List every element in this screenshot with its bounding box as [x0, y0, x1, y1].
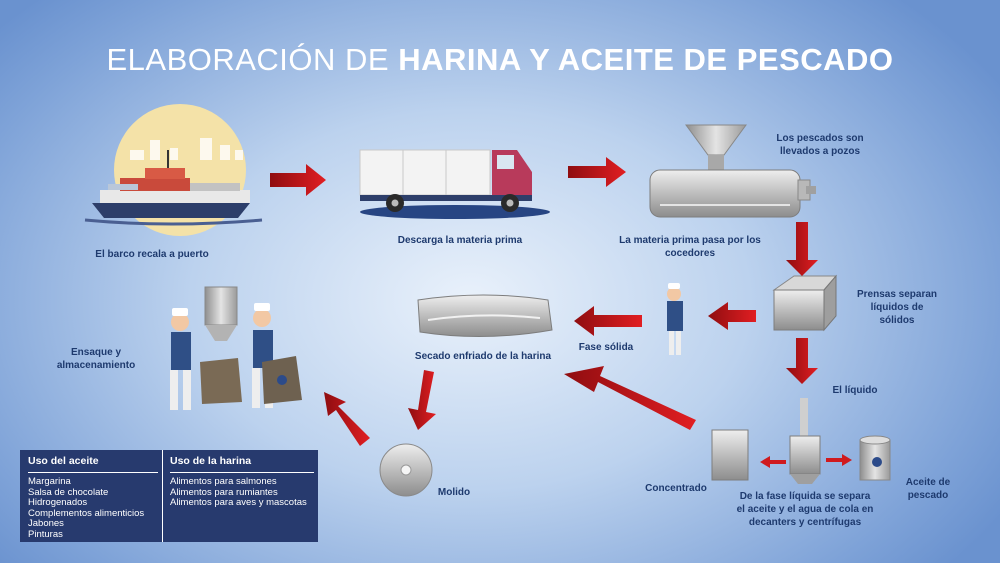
- label-barco: El barco recala a puerto: [95, 249, 209, 260]
- label-fase-solida: Fase sólida: [578, 342, 634, 353]
- oil-use-item: Salsa de chocolate: [28, 486, 109, 498]
- arrow-press-to-liquid: [786, 338, 818, 384]
- label-molido: Molido: [437, 487, 471, 498]
- oil-use-item: Margarina: [28, 476, 71, 487]
- label-concentrado: Concentrado: [645, 483, 707, 494]
- label-secado: Secado enfriado de la harina: [414, 351, 552, 362]
- oil-use-item: Pinturas: [28, 528, 63, 540]
- arrow-decanter-to-dryer: [564, 366, 696, 430]
- arrow-ship-to-truck: [270, 164, 326, 196]
- flow-arrows: [270, 157, 852, 468]
- label-descarga: Descarga la materia prima: [397, 235, 523, 246]
- label-pozos: Los pescados son llevados a pozos: [776, 133, 864, 157]
- flour-uses-header: Uso de la harina: [170, 450, 314, 473]
- truck-illustration: [359, 149, 550, 219]
- worker-illustration-press: [667, 283, 683, 355]
- bagging-illustration: [170, 286, 302, 410]
- flour-use-item: Alimentos para aves y mascotas: [170, 497, 307, 508]
- label-separacion: De la fase líquida se separa el aceite y…: [736, 491, 874, 528]
- oil-uses-header: Uso del aceite: [28, 450, 158, 473]
- arrow-worker-to-dryer: [574, 306, 642, 336]
- label-cocedores: La materia prima pasa por los cocedores: [619, 235, 761, 259]
- page-title: ELABORACIÓN DE HARINA Y ACEITE DE PESCAD…: [0, 42, 1000, 78]
- oil-use-item: Jabones: [28, 518, 64, 529]
- arrow-cooker-to-press: [786, 222, 818, 276]
- mill-illustration: [379, 443, 433, 497]
- dryer-illustration: [417, 294, 553, 338]
- ship-illustration: [84, 104, 263, 236]
- oil-use-item: Hidrogenados: [28, 497, 88, 508]
- decanter-illustration: [711, 398, 891, 484]
- cooker-illustration: [649, 124, 816, 218]
- flour-use-item: Alimentos para salmones: [170, 476, 277, 487]
- label-liquido: El líquido: [832, 385, 878, 396]
- title-light: ELABORACIÓN DE: [106, 42, 399, 77]
- oil-use-item: Complementos alimenticios: [28, 507, 145, 519]
- arrow-press-to-worker: [708, 302, 756, 330]
- flour-uses-column: Uso de la harina Alimentos para salmones…: [170, 450, 314, 509]
- table-divider: [162, 450, 163, 542]
- title-bold: HARINA Y ACEITE DE PESCADO: [398, 42, 894, 77]
- flour-use-item: Alimentos para rumiantes: [170, 486, 278, 498]
- arrow-to-oil: [826, 454, 852, 466]
- label-ensaque: Ensaque y almacenamiento: [56, 347, 136, 371]
- arrow-mill-to-bagging: [324, 392, 370, 446]
- press-illustration: [772, 274, 838, 332]
- label-aceite: Aceite de pescado: [905, 477, 951, 501]
- arrow-to-concentrate: [760, 456, 786, 468]
- arrow-truck-to-cooker: [568, 157, 626, 187]
- arrow-dryer-to-mill: [408, 370, 436, 430]
- label-prensas: Prensas separan líquidos de sólidos: [856, 289, 938, 326]
